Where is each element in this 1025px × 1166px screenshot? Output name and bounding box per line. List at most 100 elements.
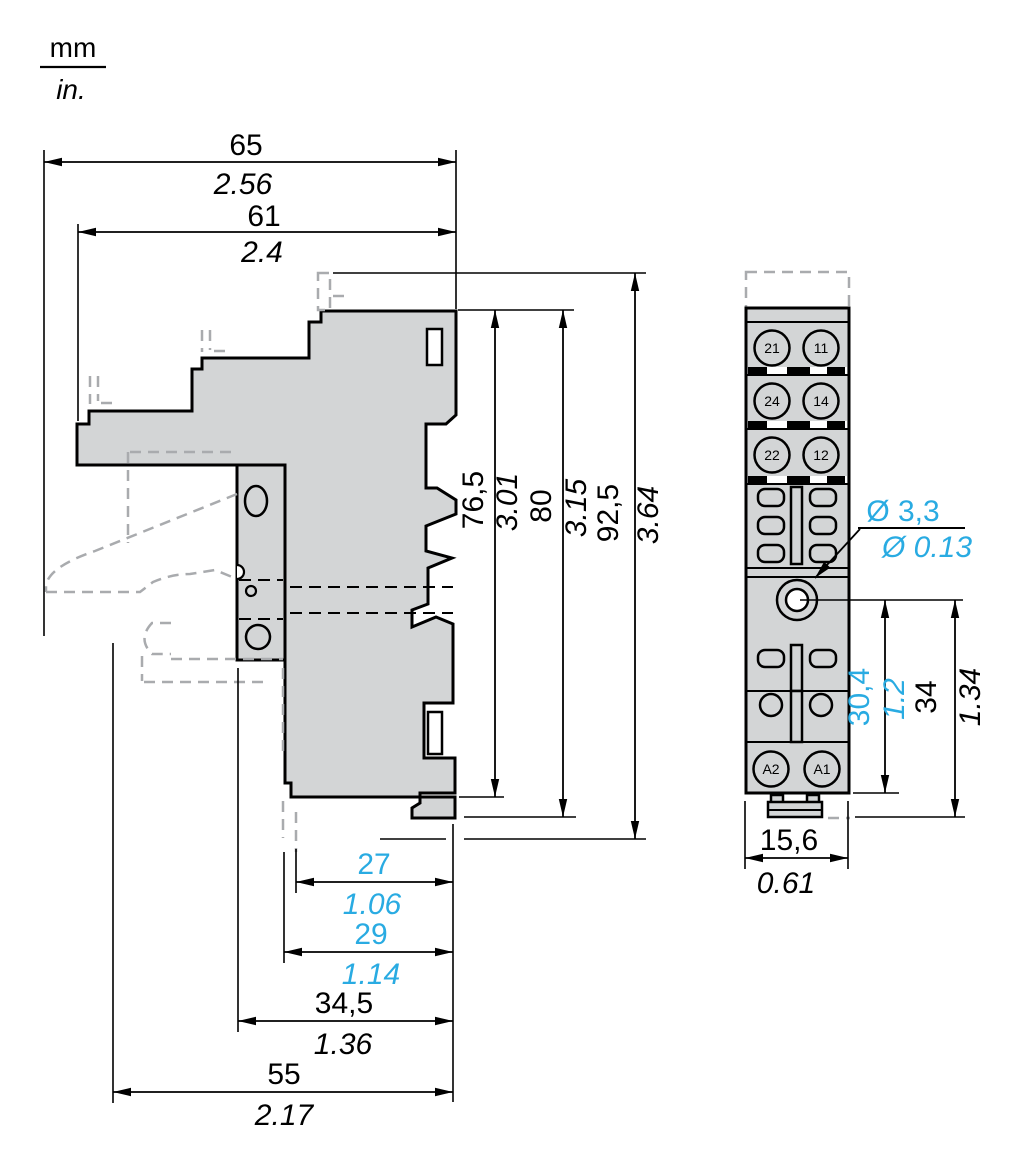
dim-hole-mm: Ø 3,3: [866, 495, 939, 528]
terminal-14: [802, 382, 840, 420]
ghost-step: [200, 330, 229, 356]
terminal-circles: 21 11 24 14 22 12: [753, 329, 840, 474]
front-foot: [766, 793, 850, 820]
terminal-21: [753, 329, 791, 367]
hole-leader-line: [814, 528, 861, 579]
slot-divider: [789, 643, 804, 693]
separator-notch: [787, 367, 810, 374]
dim-15-6-mm: 15,6: [760, 824, 818, 857]
side-view-dimensions: 65 2.56 61 2.4 76,5 3.01 80 3.15 92,5 3.…: [43, 129, 665, 1132]
slot: [808, 515, 838, 536]
dim-80-mm: 80: [525, 489, 558, 522]
ghost-dash: [333, 294, 348, 301]
slot: [808, 648, 838, 669]
slot-divider: [789, 485, 804, 566]
fixing-hole: [758, 692, 784, 718]
dim-92-5-mm: 92,5: [592, 484, 625, 542]
dim-65-mm: 65: [229, 129, 262, 162]
unit-mm-label: mm: [50, 32, 97, 63]
ghost-clip-tab-front: [744, 270, 851, 310]
base-screw-slot: [243, 484, 269, 518]
dim-34-5-mm: 34,5: [315, 987, 373, 1020]
ghost-clip-tab: [316, 271, 332, 312]
fixing-hole: [808, 692, 834, 718]
dim-29-mm: 29: [354, 918, 387, 951]
dim-34-5-in: 1.36: [314, 1028, 373, 1061]
side-view-slot-bottom: [426, 710, 444, 756]
dim-30-4-in: 1.2: [878, 678, 911, 720]
base-pin-hole: [244, 584, 258, 598]
separator-notch: [787, 421, 810, 428]
slot: [756, 543, 786, 564]
ghost-step: [88, 376, 116, 408]
terminal-A2-label: A2: [762, 761, 779, 777]
row-separators: [746, 367, 849, 485]
terminal-21-label: 21: [764, 340, 780, 356]
side-view-body-outline: [75, 309, 458, 799]
slot-divider: [789, 689, 804, 744]
dim-61-mm: 61: [247, 200, 280, 233]
dim-61-in: 2.4: [240, 236, 283, 269]
front-view-dimensions: Ø 3,3 Ø 0.13 30,4 1.2 34 1.34 15,6 0.61: [744, 495, 987, 900]
ghost-dash: [281, 668, 298, 852]
dim-30-4-mm: 30,4: [843, 668, 876, 726]
extension-line: [380, 796, 646, 840]
extension-line: [853, 792, 965, 818]
dim-55-mm: 55: [267, 1058, 300, 1091]
dim-92-5-in: 3.64: [632, 486, 665, 544]
dim-80-in: 3.15: [560, 478, 593, 537]
unit-legend: mm in.: [40, 32, 106, 105]
ghost-dash: [140, 656, 268, 684]
separator-notch: [748, 421, 767, 428]
separator-notch: [748, 476, 767, 483]
side-view-slot-top: [425, 327, 444, 367]
slot: [756, 487, 786, 508]
dim-65-in: 2.56: [213, 168, 273, 201]
terminal-22-label: 22: [764, 447, 780, 463]
separator-notch: [787, 476, 810, 483]
side-view-foot: [410, 795, 457, 820]
separator-notch: [827, 421, 845, 428]
ventilation-slots: [746, 485, 849, 578]
dim-27-in: 1.06: [343, 888, 402, 921]
ghost-relay-wedge: [44, 492, 238, 592]
base-notch: [236, 563, 246, 581]
base-screw-hole: [244, 623, 272, 651]
dim-hole-in: Ø 0.13: [881, 531, 972, 564]
dim-76-5-mm: 76,5: [457, 471, 490, 529]
dim-15-6-in: 0.61: [757, 867, 815, 900]
terminal-22: [753, 436, 791, 474]
terminal-11: [802, 329, 840, 367]
terminal-A2: [752, 750, 790, 788]
dim-27-mm: 27: [357, 848, 390, 881]
dim-55-in: 2.17: [254, 1099, 315, 1132]
terminal-12-label: 12: [813, 447, 829, 463]
terminal-12: [802, 436, 840, 474]
ghost-outlines: [44, 271, 348, 852]
unit-in-label: in.: [56, 74, 86, 105]
slot: [756, 648, 786, 669]
terminal-11-label: 11: [814, 340, 829, 356]
separator-notch: [827, 367, 845, 374]
front-view: 21 11 24 14 22 12: [744, 270, 851, 820]
dim-34-in: 1.34: [954, 668, 987, 726]
terminal-24-label: 24: [764, 393, 780, 409]
terminal-A1: [803, 750, 841, 788]
terminal-14-label: 14: [813, 393, 829, 409]
lower-sections: A2 A1: [746, 643, 849, 788]
ghost-lever: [143, 621, 171, 656]
slot: [756, 515, 786, 536]
separator-notch: [748, 367, 767, 374]
dim-29-in: 1.14: [342, 958, 400, 991]
dim-76-5-in: 3.01: [491, 473, 524, 531]
dim-34-mm: 34: [910, 680, 943, 713]
side-view: [44, 271, 458, 852]
extension-line: [112, 643, 297, 1103]
ghost-relay-bottom: [46, 568, 238, 594]
separator-notch: [827, 476, 845, 483]
terminal-A1-label: A1: [813, 761, 830, 777]
terminal-24: [753, 382, 791, 420]
slot: [808, 487, 838, 508]
